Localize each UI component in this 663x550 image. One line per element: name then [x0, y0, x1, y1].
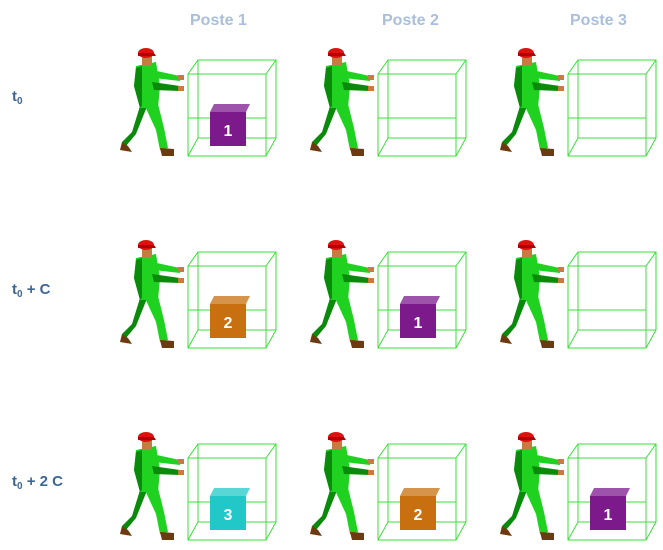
box-label: 1 — [224, 123, 233, 140]
station-cell — [498, 46, 663, 166]
header-poste-3: Poste 3 — [570, 12, 627, 29]
station-cell: 1 — [498, 430, 663, 550]
row-label-2: t0 + C — [12, 281, 51, 300]
product-box: 2 — [400, 488, 440, 530]
worker-icon — [500, 240, 564, 348]
workstation-frame — [377, 59, 467, 157]
product-box: 1 — [590, 488, 630, 530]
worker-icon — [120, 432, 184, 540]
box-label: 1 — [604, 507, 613, 524]
product-box: 1 — [400, 296, 440, 338]
worker-icon — [120, 240, 184, 348]
workstation-frame — [567, 59, 657, 157]
product-box: 2 — [210, 296, 250, 338]
box-label: 1 — [414, 315, 423, 332]
station-cell: 1 — [308, 238, 488, 358]
product-box: 1 — [210, 104, 250, 146]
station-cell — [498, 238, 663, 358]
box-label: 3 — [224, 507, 233, 524]
workstation-frame — [377, 251, 467, 349]
worker-icon — [500, 432, 564, 540]
station-cell — [308, 46, 488, 166]
box-label: 2 — [414, 507, 423, 524]
product-box: 3 — [210, 488, 250, 530]
worker-icon — [310, 240, 374, 348]
workstation-frame — [567, 251, 657, 349]
header-poste-1: Poste 1 — [190, 12, 247, 29]
station-cell: 1 — [118, 46, 298, 166]
header-poste-2: Poste 2 — [382, 12, 439, 29]
station-cell: 2 — [118, 238, 298, 358]
worker-icon — [310, 48, 374, 156]
station-cell: 2 — [308, 430, 488, 550]
row-label-1: t0 — [12, 88, 23, 107]
worker-icon — [120, 48, 184, 156]
worker-icon — [500, 48, 564, 156]
station-cell: 3 — [118, 430, 298, 550]
worker-icon — [310, 432, 374, 540]
box-label: 2 — [224, 315, 233, 332]
row-label-3: t0 + 2 C — [12, 473, 63, 492]
